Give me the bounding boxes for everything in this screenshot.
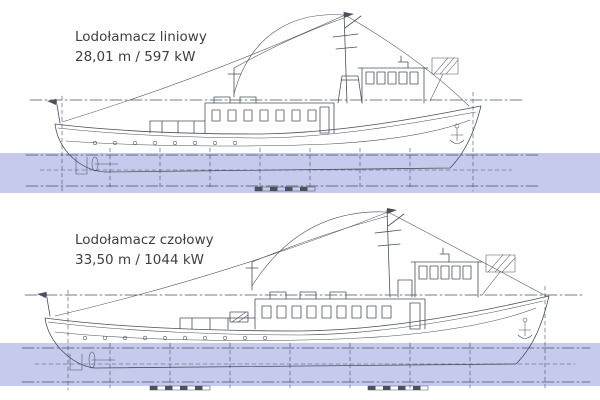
waterline-band — [0, 153, 600, 193]
anchor-icon — [450, 124, 464, 144]
hull — [45, 296, 549, 368]
panel-czolowy: Lodołamacz czołowy 33,50 m / 1044 kW — [0, 200, 600, 400]
panel-liniowy: Lodołamacz liniowy 28,01 m / 597 kW — [0, 0, 600, 193]
ship-drawing-czolowy — [0, 208, 600, 400]
wheelhouse — [411, 248, 482, 297]
portholes — [93, 141, 237, 145]
scale-bar — [367, 385, 429, 391]
ship-title: Lodołamacz liniowy — [75, 29, 207, 45]
ship-label-liniowy: Lodołamacz liniowy 28,01 m / 597 kW — [75, 27, 207, 68]
ship-label-czolowy: Lodołamacz czołowy 33,50 m / 1044 kW — [75, 230, 214, 271]
derrick — [430, 58, 458, 101]
derrick — [482, 255, 515, 295]
hull — [55, 106, 481, 172]
construction-lines — [26, 92, 540, 191]
mast-and-rigging — [37, 208, 546, 316]
rudder-propeller — [70, 352, 115, 370]
ship-title: Lodołamacz czołowy — [75, 232, 214, 248]
mast-and-rigging — [47, 12, 469, 123]
deckhouse — [180, 280, 425, 329]
deckhouse — [150, 97, 334, 133]
portholes — [83, 336, 267, 340]
ship-drawing-liniowy — [0, 0, 600, 193]
scale-bar — [149, 385, 211, 391]
wheelhouse — [358, 56, 428, 103]
anchor-icon — [518, 318, 532, 339]
scale-bar — [254, 186, 316, 192]
ship-spec: 28,01 m / 597 kW — [75, 49, 196, 66]
waterline-band — [0, 343, 600, 386]
funnel — [338, 76, 362, 103]
ship-spec: 33,50 m / 1044 kW — [75, 252, 205, 269]
rudder-propeller — [76, 157, 118, 174]
